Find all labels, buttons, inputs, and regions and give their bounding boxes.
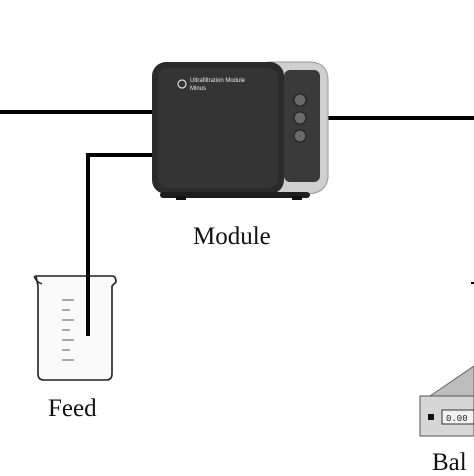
- balance-readout: 0.00: [446, 414, 468, 424]
- module-brand-subtext: Minus: [190, 86, 207, 92]
- module-control-strip: [284, 70, 320, 182]
- module-foot: [292, 196, 302, 200]
- knob-icon: [293, 111, 307, 125]
- balance-label: Bal: [432, 449, 467, 476]
- balance-top: [428, 365, 474, 397]
- module-foot: [176, 196, 186, 200]
- tube-feed: [86, 153, 156, 335]
- module-brand-text: Ultrafiltration Module: [190, 78, 246, 84]
- feed-beaker: [33, 275, 117, 381]
- beaker-spout: [33, 275, 43, 285]
- module-label: Module: [193, 223, 271, 250]
- module-front-panel: [158, 68, 278, 188]
- logo-icon: [177, 79, 187, 89]
- balance-device: [419, 365, 474, 437]
- beaker-outline: [35, 275, 117, 381]
- balance-button: [428, 414, 434, 420]
- knob-icon: [293, 93, 307, 107]
- feed-label: Feed: [48, 395, 97, 422]
- balance-display: [441, 409, 474, 425]
- module-base: [160, 192, 310, 198]
- knob-icon: [293, 129, 307, 143]
- module-device: [152, 61, 329, 200]
